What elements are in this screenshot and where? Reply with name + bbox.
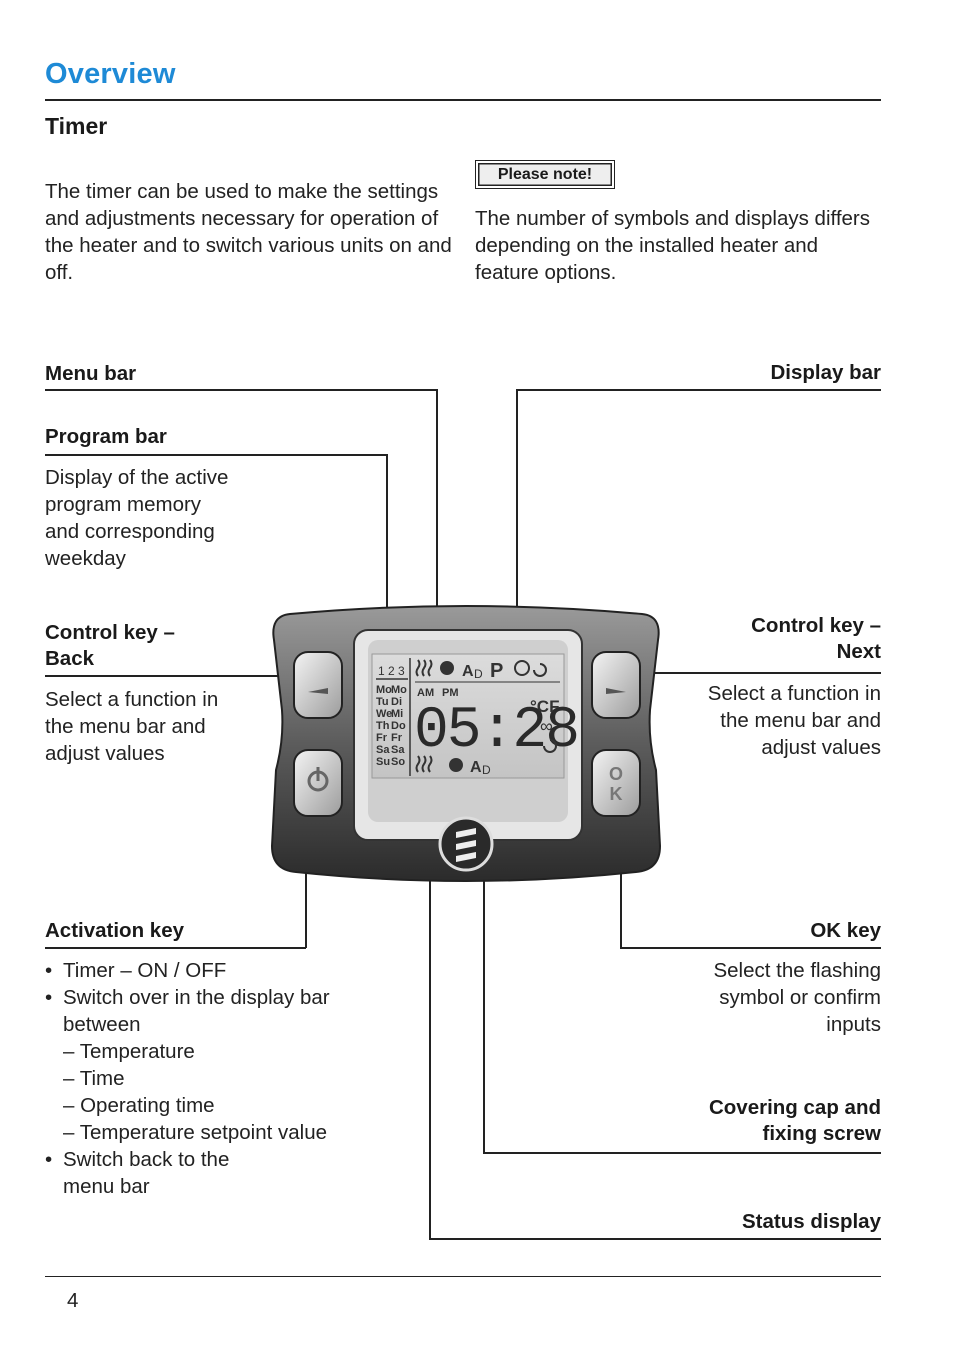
svg-text:Fr: Fr bbox=[376, 732, 388, 744]
svg-text:3: 3 bbox=[398, 664, 405, 678]
svg-text:K: K bbox=[610, 784, 623, 804]
svg-text:Fr: Fr bbox=[391, 732, 403, 744]
ok-key[interactable] bbox=[591, 749, 641, 817]
svg-text:05:28: 05:28 bbox=[414, 699, 578, 764]
svg-text:O: O bbox=[609, 764, 623, 784]
next-key[interactable] bbox=[591, 651, 641, 719]
ok-key-label: OK key bbox=[810, 919, 881, 942]
svg-text:Th: Th bbox=[376, 720, 390, 732]
ok-key-desc: Select the flashing symbol or confirm in… bbox=[713, 959, 881, 1036]
svg-text:Mo: Mo bbox=[391, 684, 407, 696]
program-bar-desc: Display of the active program memory and… bbox=[45, 466, 229, 570]
activation-key-label: Activation key bbox=[45, 919, 184, 942]
svg-text:Do: Do bbox=[391, 720, 406, 732]
svg-text:So: So bbox=[391, 756, 405, 768]
svg-text:Sa: Sa bbox=[391, 744, 405, 756]
program-bar-label: Program bar bbox=[45, 425, 167, 448]
display-bar-label: Display bar bbox=[770, 361, 881, 384]
list-item: between bbox=[63, 1013, 141, 1036]
list-item: Timer – ON / OFF bbox=[45, 957, 375, 984]
svg-text:Sa: Sa bbox=[376, 744, 390, 756]
title-rule bbox=[45, 99, 881, 101]
svg-text:Di: Di bbox=[391, 696, 402, 708]
svg-text:A: A bbox=[462, 663, 474, 680]
section-title: Timer bbox=[45, 113, 108, 139]
svg-text:Mo: Mo bbox=[376, 684, 392, 696]
svg-text:Mi: Mi bbox=[391, 708, 403, 720]
svg-text:D: D bbox=[474, 667, 483, 681]
list-item: – Temperature setpoint value bbox=[63, 1121, 328, 1144]
svg-text:A: A bbox=[470, 759, 482, 776]
svg-text:∞: ∞ bbox=[540, 716, 553, 736]
svg-text:AM: AM bbox=[417, 687, 434, 699]
list-item: – Operating time bbox=[63, 1094, 215, 1117]
covering-cap-label: Covering cap and fixing screw bbox=[708, 1096, 881, 1145]
control-next-desc: Select a function in the menu bar and ad… bbox=[707, 682, 881, 759]
svg-text:Tu: Tu bbox=[376, 696, 389, 708]
svg-text:PM: PM bbox=[442, 687, 459, 699]
svg-text:D: D bbox=[482, 763, 491, 777]
control-next-label: Control key – Next bbox=[751, 614, 881, 663]
activation-key[interactable] bbox=[293, 749, 343, 817]
list-item: – Time bbox=[63, 1067, 125, 1090]
back-key[interactable] bbox=[293, 651, 343, 719]
footer-rule bbox=[45, 1276, 881, 1277]
menu-bar-label: Menu bar bbox=[45, 362, 137, 385]
svg-text:2: 2 bbox=[388, 664, 395, 678]
note-text: The number of symbols and displays dif­f… bbox=[475, 207, 871, 284]
list-item: – Temperature bbox=[63, 1040, 195, 1063]
note-badge: Please note! bbox=[475, 160, 615, 189]
control-back-desc: Select a function in the menu bar and ad… bbox=[45, 688, 219, 765]
list-item: Switch over in the display bar bbox=[45, 984, 375, 1011]
status-display-label: Status display bbox=[742, 1210, 881, 1233]
list-item: menu bar bbox=[63, 1175, 150, 1198]
control-back-label: Control key – Back bbox=[45, 621, 175, 670]
page-title: Overview bbox=[45, 58, 176, 90]
svg-text:Su: Su bbox=[376, 756, 390, 768]
svg-text:°CF: °CF bbox=[530, 697, 559, 716]
svg-text:1: 1 bbox=[378, 664, 385, 678]
list-item: Switch back to the bbox=[45, 1146, 375, 1173]
intro-text: The timer can be used to make the settin… bbox=[45, 180, 452, 284]
svg-text:P: P bbox=[490, 660, 503, 682]
page-number: 4 bbox=[67, 1289, 79, 1312]
activation-key-list: Timer – ON / OFF Switch over in the disp… bbox=[45, 957, 375, 1200]
svg-text:We: We bbox=[376, 708, 392, 720]
